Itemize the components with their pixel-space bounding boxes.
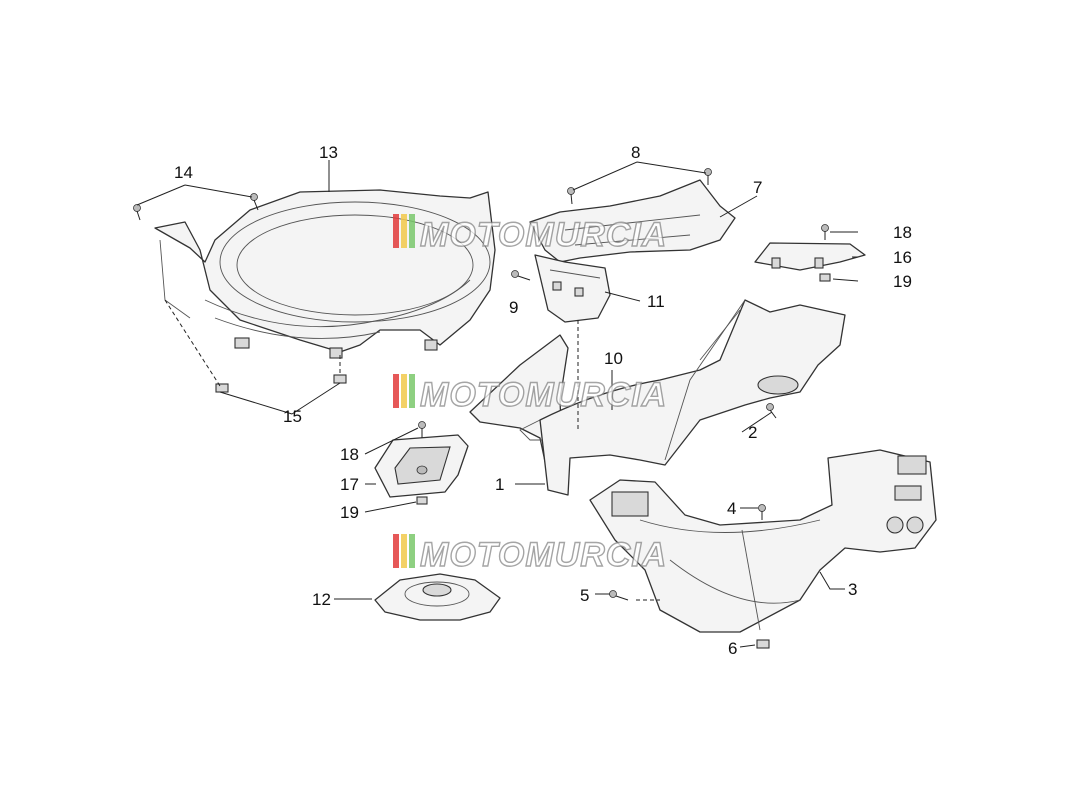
leader-lines xyxy=(136,160,859,648)
screw-9 xyxy=(511,270,531,281)
screw-8-left xyxy=(567,187,575,205)
clip-19-left xyxy=(416,496,428,505)
callout-19-top: 19 xyxy=(893,272,912,291)
callout-9: 9 xyxy=(509,298,518,317)
callout-13: 13 xyxy=(319,143,338,162)
clip-15-left xyxy=(215,383,229,393)
screw-18-bottom xyxy=(418,421,426,438)
screw-5 xyxy=(609,590,629,601)
watermark-stripe-yellow xyxy=(401,214,407,248)
screw-14-right xyxy=(250,193,259,211)
watermark-stripe-green xyxy=(409,374,415,408)
callout-7: 7 xyxy=(753,178,762,197)
part-11-bracket xyxy=(534,254,611,323)
screw-14-left xyxy=(133,204,141,221)
part-12-disc xyxy=(374,573,501,621)
watermark-text: MOTOMURCIA xyxy=(420,536,667,574)
callout-19-bottom: 19 xyxy=(340,503,359,522)
watermark-stripe-red xyxy=(393,214,399,248)
part-1-front-shield xyxy=(539,299,846,496)
watermark-top: MOTOMURCIA xyxy=(393,214,667,255)
screw-2 xyxy=(766,403,777,419)
callout-16: 16 xyxy=(893,248,912,267)
clip-19-right xyxy=(819,273,831,282)
clip-6 xyxy=(756,639,770,649)
callout-labels: 13 14 8 7 18 16 19 9 11 10 15 2 18 17 1 … xyxy=(174,143,912,658)
part-16-cap xyxy=(754,242,866,271)
callout-1: 1 xyxy=(495,475,504,494)
screw-4 xyxy=(758,504,766,520)
callout-17: 17 xyxy=(340,475,359,494)
watermark-stripe-green xyxy=(409,534,415,568)
callout-15: 15 xyxy=(283,407,302,426)
watermark-middle: MOTOMURCIA xyxy=(393,374,667,415)
watermark-stripe-green xyxy=(409,214,415,248)
callout-18-top: 18 xyxy=(893,223,912,242)
assembly-lines xyxy=(164,299,660,601)
callout-3: 3 xyxy=(848,580,857,599)
callout-4: 4 xyxy=(727,499,736,518)
callout-12: 12 xyxy=(312,590,331,609)
screw-8-right xyxy=(704,168,712,185)
callout-2: 2 xyxy=(748,423,757,442)
callout-10: 10 xyxy=(604,349,623,368)
screw-18-top xyxy=(821,224,829,240)
watermark-text: MOTOMURCIA xyxy=(420,376,667,414)
watermark-stripe-yellow xyxy=(401,374,407,408)
watermark-stripe-yellow xyxy=(401,534,407,568)
watermark-text: MOTOMURCIA xyxy=(420,216,667,254)
part-3-handlebar-front-cover xyxy=(589,449,937,633)
callout-11: 11 xyxy=(647,292,665,311)
part-17-cover xyxy=(374,434,469,498)
watermark-stripe-red xyxy=(393,374,399,408)
callout-5: 5 xyxy=(580,586,589,605)
callout-8: 8 xyxy=(631,143,640,162)
watermark-stripe-red xyxy=(393,534,399,568)
screws xyxy=(133,168,831,649)
callout-18-bottom: 18 xyxy=(340,445,359,464)
callout-6: 6 xyxy=(728,639,737,658)
callout-14: 14 xyxy=(174,163,193,182)
clip-15-right xyxy=(333,374,347,384)
watermark-bottom: MOTOMURCIA xyxy=(393,534,667,575)
